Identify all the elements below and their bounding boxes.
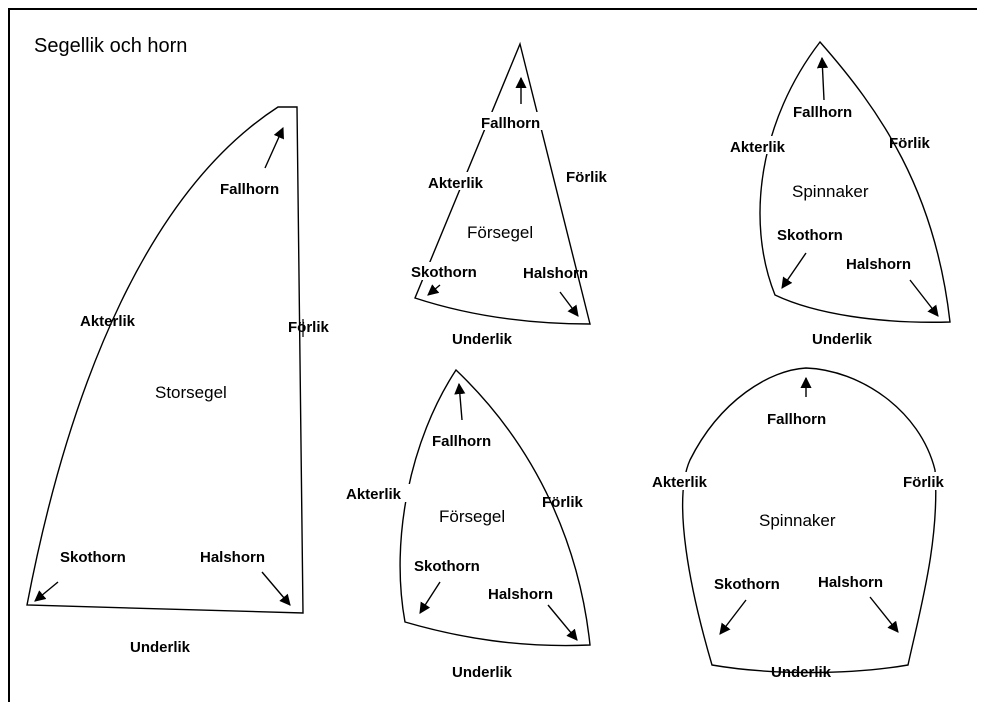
forsegel-top-skothorn-arrow	[427, 284, 441, 296]
storsegel-fallhorn-label: Fallhorn	[220, 181, 279, 198]
storsegel-skothorn-arrow	[34, 581, 59, 602]
spinnaker-bottom-name: Spinnaker	[759, 511, 836, 530]
spinnaker-bottom-halshorn-label: Halshorn	[818, 574, 883, 591]
forsegel-top-name: Försegel	[467, 223, 533, 242]
forsegel-top-skothorn-label: Skothorn	[411, 264, 477, 281]
forsegel-bottom-akterlik-label: Akterlik	[346, 486, 402, 503]
forsegel-bottom-halshorn-label: Halshorn	[488, 586, 553, 603]
spinnaker-bottom-forlik-label: Förlik	[903, 474, 944, 491]
spinnaker-top-name: Spinnaker	[792, 182, 869, 201]
diagram-title: Segellik och horn	[34, 35, 187, 57]
spinnaker-top-outline	[759, 40, 951, 323]
spinnaker-top-akterlik-label: Akterlik	[730, 139, 786, 156]
spinnaker-bottom-group: Fallhorn Akterlik Förlik Spinnaker Skoth…	[650, 367, 958, 681]
forsegel-bottom-group: Fallhorn Akterlik Förlik Försegel Skotho…	[344, 368, 591, 681]
spinnaker-top-underlik-label: Underlik	[812, 331, 873, 348]
forsegel-bottom-underlik-label: Underlik	[452, 664, 513, 681]
spinnaker-bottom-halshorn-arrow	[869, 596, 899, 633]
forsegel-top-forlik-label: Förlik	[566, 169, 607, 186]
forsegel-bottom-fallhorn-label: Fallhorn	[432, 433, 491, 450]
forsegel-top-halshorn-label: Halshorn	[523, 265, 588, 282]
diagram-frame	[8, 8, 977, 702]
forsegel-bottom-skothorn-arrow	[419, 581, 441, 614]
forsegel-bottom-fallhorn-arrow	[454, 382, 466, 421]
forsegel-top-akterlik-label: Akterlik	[428, 175, 484, 192]
spinnaker-top-forlik-label: Förlik	[889, 135, 930, 152]
spinnaker-bottom-skothorn-arrow	[719, 599, 747, 635]
spinnaker-top-skothorn-arrow	[781, 252, 807, 289]
spinnaker-top-halshorn-arrow	[909, 279, 939, 317]
forsegel-bottom-forlik-label: Förlik	[542, 494, 583, 511]
spinnaker-bottom-fallhorn-label: Fallhorn	[767, 411, 826, 428]
storsegel-underlik-label: Underlik	[130, 639, 191, 656]
forsegel-top-outline	[414, 41, 591, 325]
storsegel-skothorn-label: Skothorn	[60, 549, 126, 566]
spinnaker-top-group: Fallhorn Akterlik Förlik Spinnaker Skoth…	[728, 40, 951, 348]
storsegel-name: Storsegel	[155, 383, 227, 402]
spinnaker-bottom-underlik-label: Underlik	[771, 664, 832, 681]
storsegel-fallhorn-arrow	[264, 126, 284, 169]
spinnaker-bottom-skothorn-label: Skothorn	[714, 576, 780, 593]
storsegel-forlik-label: Förlik	[288, 319, 329, 336]
spinnaker-bottom-akterlik-label: Akterlik	[652, 474, 708, 491]
forsegel-top-group: Fallhorn Akterlik Förlik Försegel Skotho…	[410, 41, 607, 348]
spinnaker-top-skothorn-label: Skothorn	[777, 227, 843, 244]
forsegel-top-halshorn-arrow	[559, 291, 579, 317]
forsegel-bottom-halshorn-arrow	[547, 604, 578, 641]
storsegel-group: Fallhorn Akterlik Förlik Storsegel Skoth…	[26, 106, 329, 656]
spinnaker-top-fallhorn-arrow	[816, 56, 829, 101]
spinnaker-top-fallhorn-label: Fallhorn	[793, 104, 852, 121]
forsegel-top-underlik-label: Underlik	[452, 331, 513, 348]
storsegel-akterlik-label: Akterlik	[80, 313, 136, 330]
storsegel-outline	[26, 106, 304, 614]
storsegel-halshorn-label: Halshorn	[200, 549, 265, 566]
forsegel-top-fallhorn-label: Fallhorn	[481, 115, 540, 132]
forsegel-bottom-skothorn-label: Skothorn	[414, 558, 480, 575]
spinnaker-top-halshorn-label: Halshorn	[846, 256, 911, 273]
forsegel-bottom-name: Försegel	[439, 507, 505, 526]
storsegel-halshorn-arrow	[261, 571, 291, 606]
